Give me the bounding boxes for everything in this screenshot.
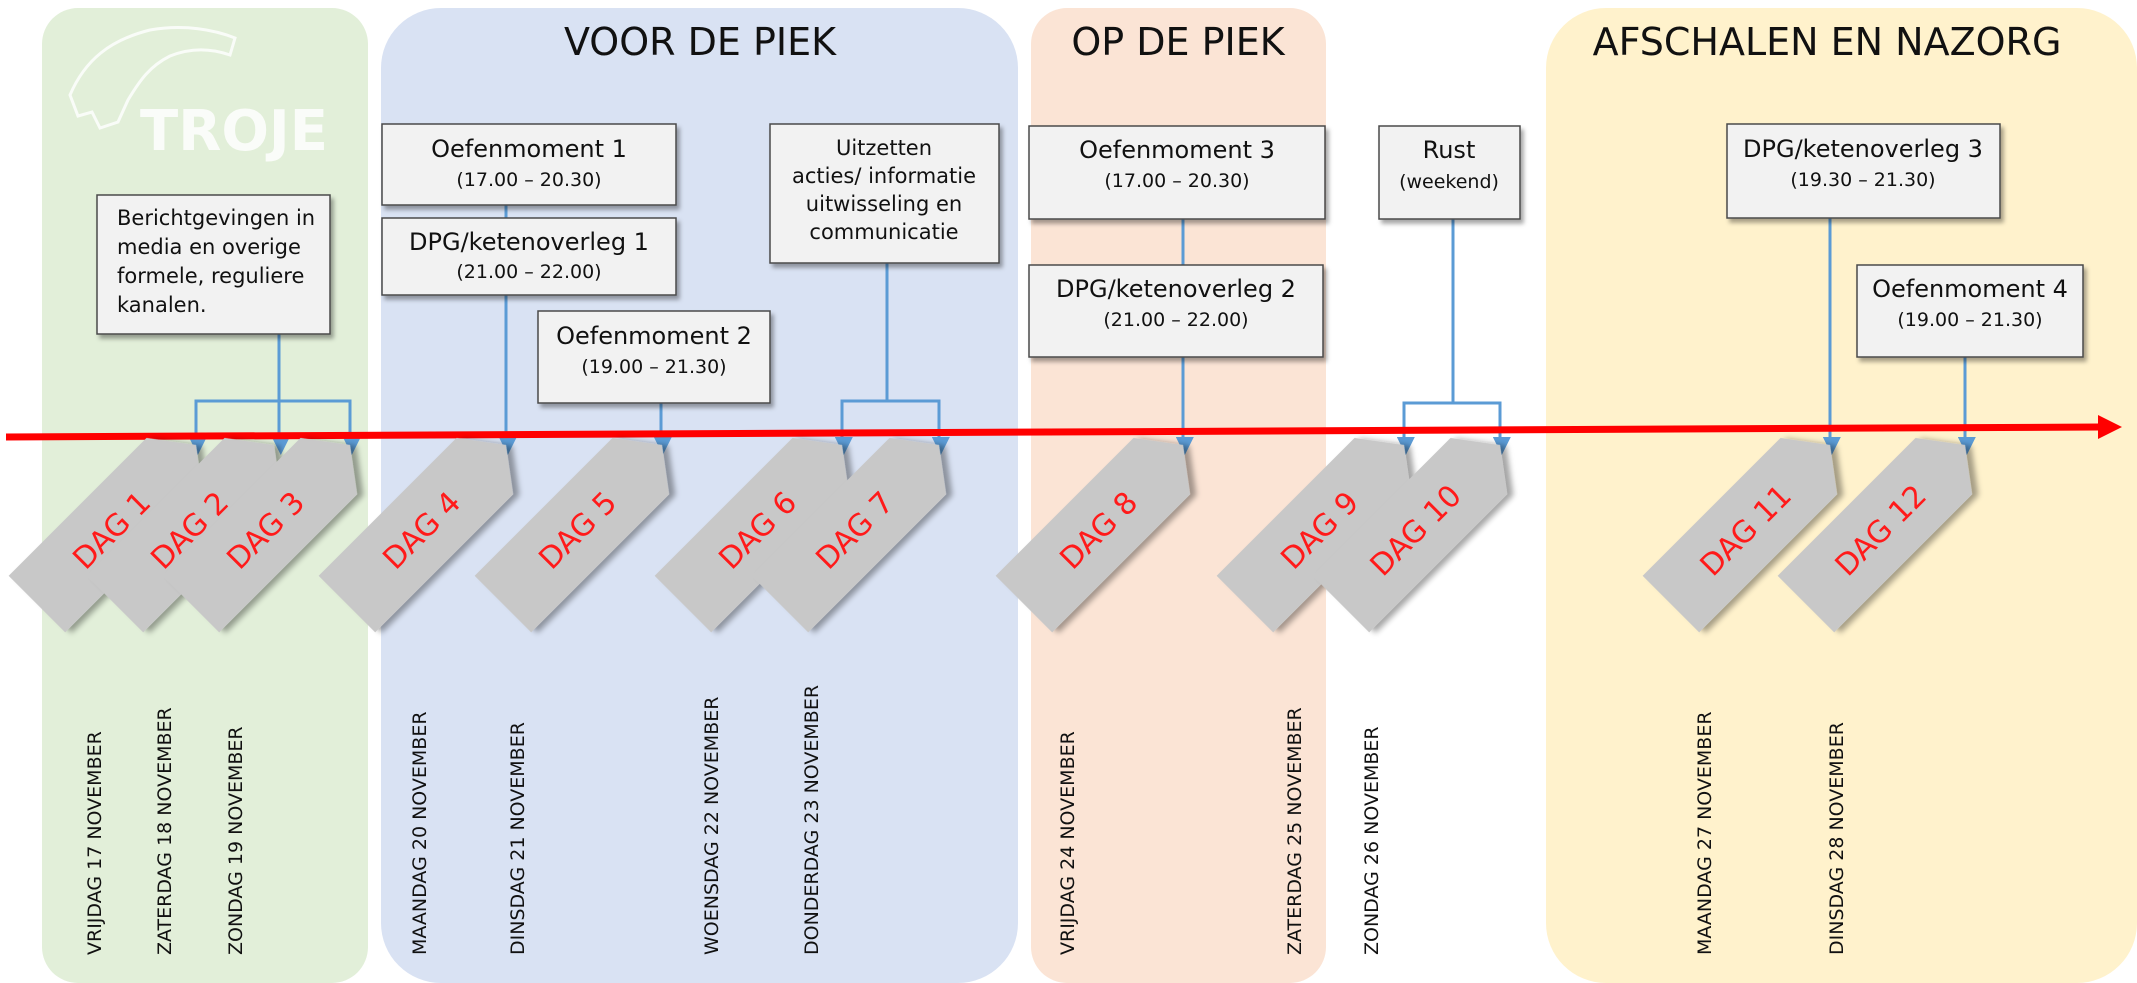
phase-afschalen-bg [1546,8,2137,983]
box-rust-subtitle: (weekend) [1399,171,1499,193]
day-tag-shape [8,437,204,633]
date-label: DONDERDAG 23 NOVEMBER [801,685,823,955]
box-rust: Rust (weekend) [1378,125,1521,220]
date-label: VRIJDAG 17 NOVEMBER [84,731,106,955]
box-oefenmoment-4-title: Oefenmoment 4 [1872,275,2068,303]
box-berichtgevingen-line: kanalen. [117,293,207,317]
box-oefenmoment-1: Oefenmoment 1 (17.00 – 20.30) [381,123,677,206]
box-dpg-3-title: DPG/ketenoverleg 3 [1743,135,1983,163]
day-tag-shape [1312,437,1508,633]
box-oefenmoment-3-title: Oefenmoment 3 [1079,136,1275,164]
box-dpg-2-time: (21.00 – 22.00) [1103,309,1248,331]
timeline-arrow [5,415,2122,441]
box-dpg-ketenoverleg-2: DPG/ketenoverleg 2 (21.00 – 22.00) [1028,264,1324,358]
day-tag-shape [1642,437,1838,633]
date-label: VRIJDAG 24 NOVEMBER [1057,731,1079,955]
box-dpg-3-time: (19.30 – 21.30) [1790,169,1935,191]
box-oefenmoment-1-title: Oefenmoment 1 [431,135,627,163]
box-oefenmoment-2-title: Oefenmoment 2 [556,322,752,350]
connector-rust-bracket [1402,401,1502,446]
box-oefenmoment-4-time: (19.00 – 21.30) [1897,309,2042,331]
date-label: DINSDAG 28 NOVEMBER [1826,722,1848,955]
day-tag-shape [1777,437,1973,633]
box-dpg-1-time: (21.00 – 22.00) [456,261,601,283]
day-tag-shape [654,437,850,633]
day-tag-shape [86,437,282,633]
date-label: WOENSDAG 22 NOVEMBER [701,697,723,955]
day-tag-shape [318,437,514,633]
box-uitzetten-line: acties/ informatie [792,164,976,188]
day-tag-shape [995,437,1191,633]
logo-text: TROJE [140,99,328,164]
box-dpg-1-title: DPG/ketenoverleg 1 [409,228,649,256]
box-berichtgevingen-line: formele, reguliere [117,264,304,288]
box-oefenmoment-3: Oefenmoment 3 (17.00 – 20.30) [1028,125,1326,220]
box-oefenmoment-4: Oefenmoment 4 (19.00 – 21.30) [1856,264,2084,358]
phase-title-afschalen: AFSCHALEN EN NAZORG [1593,20,2062,64]
connector-berichtgevingen-bracket [194,399,352,446]
day-tag-shape [162,437,358,633]
date-label: MAANDAG 20 NOVEMBER [409,711,431,955]
day-tag-shape [474,437,670,633]
box-rust-title: Rust [1423,136,1476,164]
box-berichtgevingen-line: media en overige [117,235,301,259]
date-labels: VRIJDAG 17 NOVEMBER ZATERDAG 18 NOVEMBER Z… [84,685,1848,955]
box-oefenmoment-3-time: (17.00 – 20.30) [1104,170,1249,192]
timeline-arrowhead-icon [2098,415,2122,439]
box-uitzetten: Uitzetten acties/ informatie uitwisselin… [769,123,1000,264]
box-dpg-ketenoverleg-1: DPG/ketenoverleg 1 (21.00 – 22.00) [381,217,677,296]
box-dpg-2-title: DPG/ketenoverleg 2 [1056,275,1296,303]
connector-uitzetten-bracket [840,399,941,446]
date-label: ZONDAG 19 NOVEMBER [225,726,247,955]
day-tag-shape [1216,437,1412,633]
day-tag-shape [751,437,947,633]
box-berichtgevingen-line: Berichtgevingen in [117,206,315,230]
date-label: ZATERDAG 18 NOVEMBER [154,707,176,955]
box-uitzetten-line: Uitzetten [836,136,932,160]
box-uitzetten-line: communicatie [809,220,958,244]
horse-logo-icon [68,26,237,130]
troje-logo: TROJE [68,26,328,164]
phase-title-voor-de-piek: VOOR DE PIEK [564,20,837,64]
phase-title-op-de-piek: OP DE PIEK [1071,20,1285,64]
box-oefenmoment-1-time: (17.00 – 20.30) [456,169,601,191]
date-label: ZATERDAG 25 NOVEMBER [1284,707,1306,955]
box-oefenmoment-2: Oefenmoment 2 (19.00 – 21.30) [537,310,771,404]
date-label: ZONDAG 26 NOVEMBER [1361,726,1383,955]
box-berichtgevingen: Berichtgevingen in media en overige form… [96,194,331,335]
box-dpg-ketenoverleg-3: DPG/ketenoverleg 3 (19.30 – 21.30) [1726,123,2001,219]
date-label: MAANDAG 27 NOVEMBER [1694,711,1716,955]
box-uitzetten-line: uitwisseling en [806,192,962,216]
box-oefenmoment-2-time: (19.00 – 21.30) [581,356,726,378]
date-label: DINSDAG 21 NOVEMBER [507,722,529,955]
